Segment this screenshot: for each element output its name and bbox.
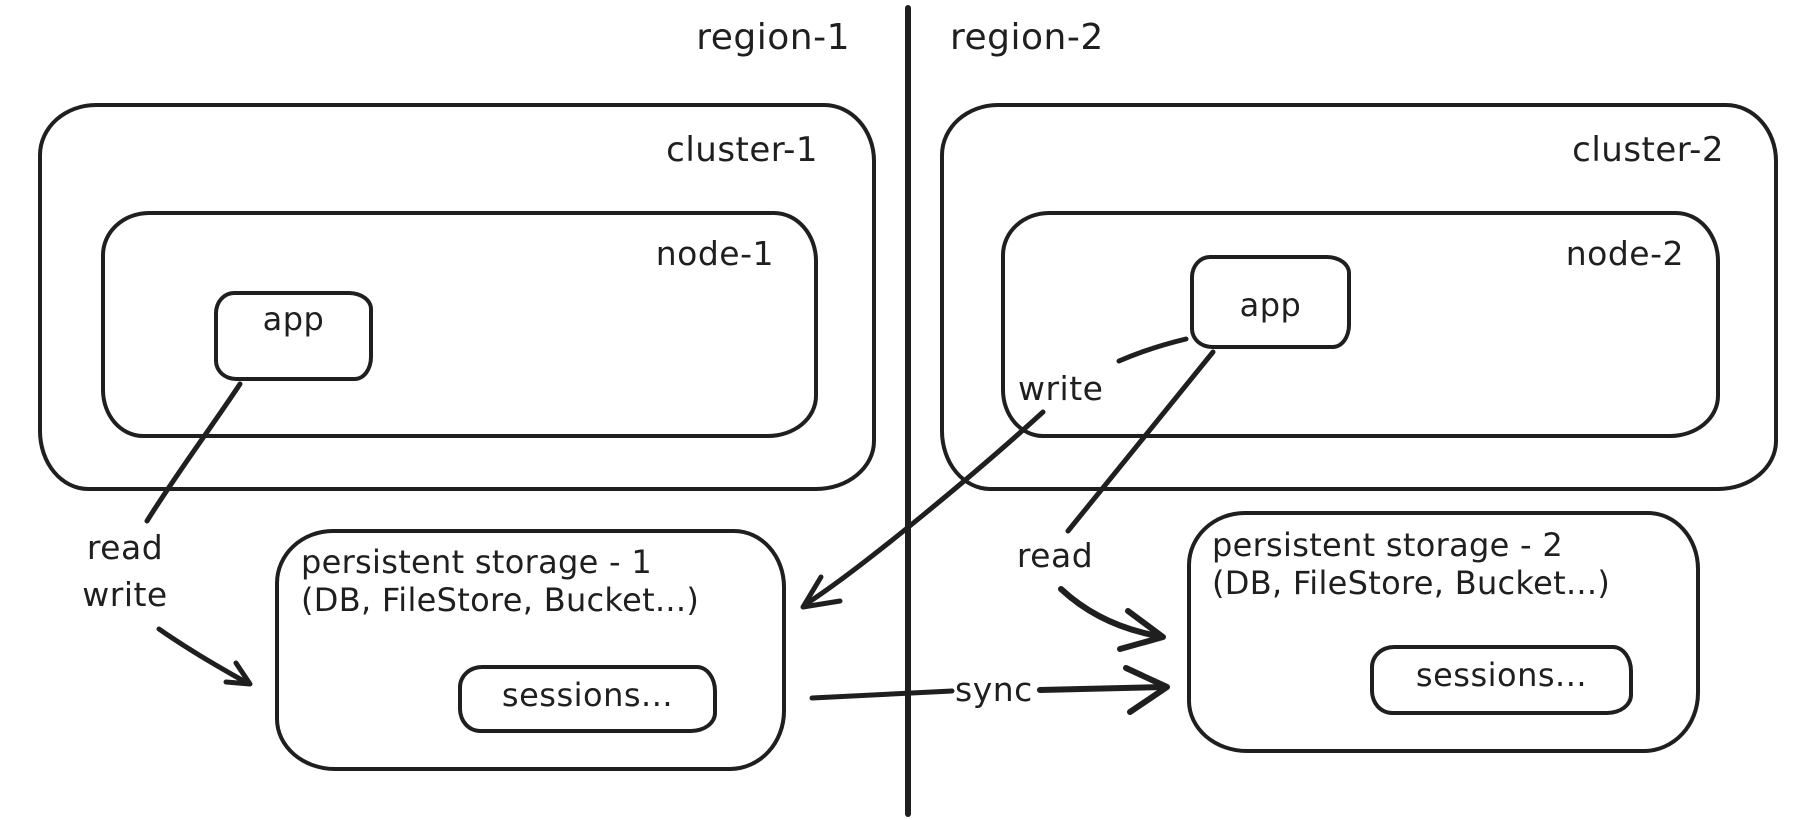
sessions-1-box [458, 665, 717, 733]
node-2-box [1001, 211, 1720, 438]
storage-1-subtitle: (DB, FileStore, Bucket...) [301, 581, 700, 619]
cluster-2-label: cluster-2 [1572, 130, 1724, 170]
node-2-label: node-2 [1565, 234, 1684, 273]
app-2-label: app [1239, 286, 1302, 324]
app-1-box [214, 291, 373, 381]
app-1-label: app [262, 300, 325, 338]
region-1-readwrite-arrow [156, 626, 250, 686]
cluster-1-box [38, 103, 876, 491]
storage-2-text: persistent storage - 2 (DB, FileStore, B… [1212, 526, 1610, 602]
storage-2-subtitle: (DB, FileStore, Bucket...) [1212, 564, 1611, 602]
region-1-readwrite-arrowhead [223, 660, 253, 687]
app-2-box [1190, 255, 1351, 349]
sessions-2-box [1370, 645, 1633, 715]
cluster-2-box [940, 103, 1778, 491]
sync-arrowhead [1123, 665, 1170, 715]
region-1-read-label: read [86, 528, 164, 567]
storage-1-box [275, 529, 786, 771]
node-1-box [101, 211, 818, 438]
region-2-write-label: write [1018, 369, 1104, 408]
cluster-1-label: cluster-1 [666, 130, 818, 170]
region-2-read-label: read [1016, 536, 1094, 575]
sync-line-right [1037, 684, 1167, 693]
region-1-label: region-1 [696, 17, 850, 58]
storage-1-text: persistent storage - 1 (DB, FileStore, B… [301, 543, 699, 619]
region-2-label: region-2 [950, 17, 1104, 58]
storage-2-box [1187, 511, 1700, 753]
region-2-write-arrowhead [800, 574, 843, 610]
sessions-1-label: sessions... [501, 676, 674, 714]
storage-2-title: persistent storage - 2 [1212, 526, 1564, 564]
region-1-write-label: write [82, 575, 168, 614]
sessions-2-label: sessions... [1415, 656, 1588, 694]
region-2-read-arrow [1058, 586, 1161, 639]
storage-1-title: persistent storage - 1 [301, 543, 653, 581]
sync-line-left [809, 688, 955, 701]
region-2-read-arrowhead [1117, 608, 1166, 652]
node-1-label: node-1 [655, 234, 774, 273]
sync-label: sync [955, 670, 1033, 709]
